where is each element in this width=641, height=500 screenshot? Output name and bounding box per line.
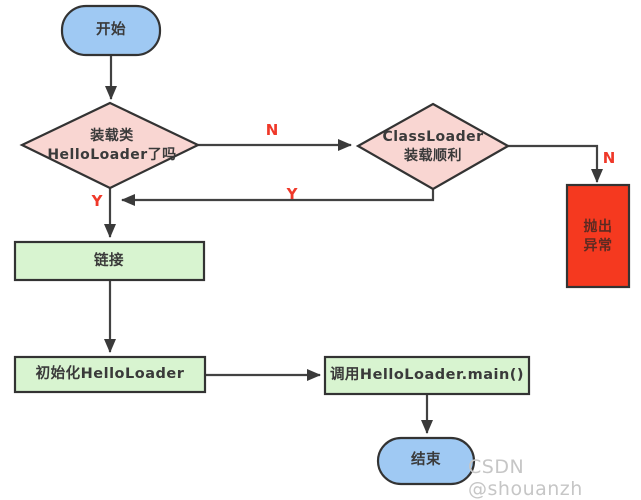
check-class-loaded-diamond-shape: [19, 101, 201, 190]
classloader-ok-diamond-shape: [355, 102, 511, 191]
init-helloloader-node-shape: [13, 355, 207, 394]
start-node-shape: [60, 4, 162, 57]
link-node-shape: [13, 240, 206, 282]
throw-exception-node-shape: [565, 183, 631, 289]
edge-classloader-y-to-link-path: [121, 189, 435, 206]
end-node-shape: [376, 436, 476, 486]
edge-classloader-n-to-exception: [508, 144, 603, 183]
invoke-main-node-shape: [323, 355, 531, 396]
